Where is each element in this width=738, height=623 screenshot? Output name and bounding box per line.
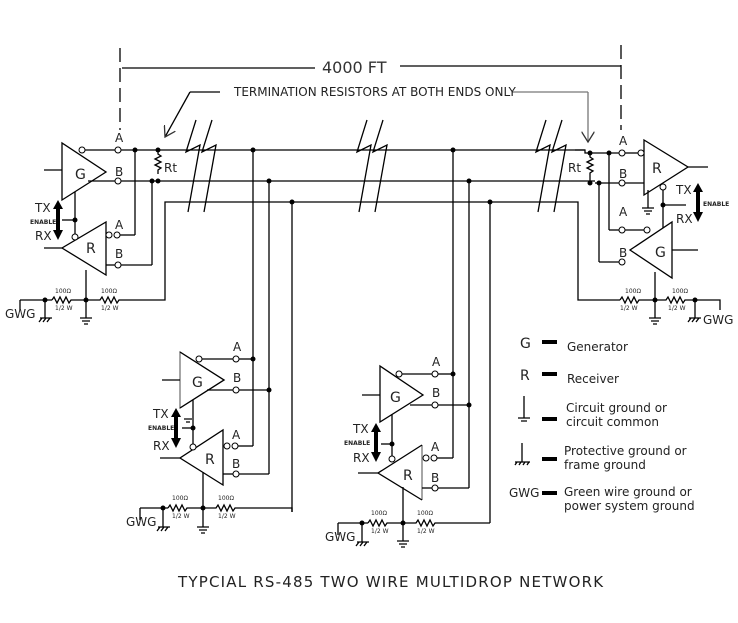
middle-node-2: G A B R A B TX ENABLE RX	[325, 355, 490, 548]
legend-symbol: G	[520, 336, 531, 352]
legend-item-protective-ground: Protective ground or frame ground	[514, 443, 687, 472]
tx-label: TX	[152, 407, 169, 421]
resistor-value: 100Ω	[371, 510, 387, 517]
legend-text: power system ground	[564, 499, 695, 513]
receiver-label: R	[205, 452, 215, 468]
enable-arrow-icon	[371, 423, 381, 462]
pin-b-label: B	[233, 371, 241, 385]
circuit-ground-icon	[518, 396, 530, 422]
enable-label: ENABLE	[148, 425, 174, 432]
legend-item-receiver: R Receiver	[520, 368, 619, 386]
pin-b-label: B	[115, 247, 123, 261]
gwg-label: GWG	[5, 307, 35, 321]
pin-b-label: B	[432, 386, 440, 400]
legend-symbol: R	[520, 368, 530, 384]
generator-label: G	[390, 390, 401, 406]
enable-label: ENABLE	[344, 440, 370, 447]
termination-callout: TERMINATION RESISTORS AT BOTH ENDS ONLY	[165, 85, 588, 142]
generator-label: G	[192, 375, 203, 391]
resistor-power: 1/2 W	[417, 528, 435, 535]
enable-arrow-icon	[693, 183, 703, 222]
generator-label: G	[655, 245, 666, 261]
enable-label: ENABLE	[30, 219, 56, 226]
pin-a-label: A	[115, 218, 124, 232]
legend-item-generator: G Generator	[520, 336, 628, 354]
resistor-value: 100Ω	[218, 495, 234, 502]
protective-ground-icon	[514, 443, 530, 466]
receiver-label: R	[403, 468, 413, 484]
rt-label: Rt	[164, 161, 177, 175]
resistor-value: 100Ω	[55, 288, 71, 295]
diagram-title: TYPCIAL RS-485 TWO WIRE MULTIDROP NETWOR…	[177, 573, 604, 591]
resistor-value: 100Ω	[172, 495, 188, 502]
tx-label: TX	[34, 201, 51, 215]
legend-text: Green wire ground or	[564, 485, 692, 499]
gwg-label: GWG	[325, 530, 355, 544]
pin-a-label: A	[619, 205, 628, 219]
rx-label: RX	[676, 212, 693, 226]
break-marks	[184, 119, 567, 213]
legend-text: Receiver	[567, 372, 619, 386]
gwg-label: GWG	[126, 515, 156, 529]
pin-a-label: A	[619, 134, 628, 148]
resistor-value: 100Ω	[625, 288, 641, 295]
resistor-power: 1/2 W	[620, 305, 638, 312]
rt-label: Rt	[568, 161, 581, 175]
pin-a-label: A	[233, 340, 242, 354]
resistor-power: 1/2 W	[668, 305, 686, 312]
pin-a-label: A	[115, 131, 124, 145]
generator-label: G	[75, 167, 86, 183]
tx-label: TX	[675, 183, 692, 197]
resistor-power: 1/2 W	[101, 305, 119, 312]
legend-symbol: GWG	[509, 486, 539, 500]
drop-taps	[250, 147, 493, 523]
rx-label: RX	[153, 439, 170, 453]
enable-label: ENABLE	[703, 201, 729, 208]
enable-arrow-icon	[171, 408, 181, 448]
pin-b-label: B	[619, 246, 627, 260]
gwg-label: GWG	[703, 313, 733, 327]
pin-b-label: B	[115, 165, 123, 179]
receiver-label: R	[86, 241, 96, 257]
legend-text: frame ground	[564, 458, 646, 472]
dimension-line: 4000 FT	[119, 45, 622, 130]
resistor-power: 1/2 W	[218, 513, 236, 520]
legend-text: Generator	[567, 340, 628, 354]
pin-a-label: A	[432, 355, 441, 369]
enable-arrow-icon	[53, 200, 63, 240]
resistor-power: 1/2 W	[55, 305, 73, 312]
callout-label: TERMINATION RESISTORS AT BOTH ENDS ONLY	[233, 85, 517, 99]
pin-b-label: B	[619, 167, 627, 181]
rx-label: RX	[353, 451, 370, 465]
rx-label: RX	[35, 229, 52, 243]
left-node: G A B R A B Rt TX ENABLE R	[5, 131, 180, 325]
pin-b-label: B	[232, 457, 240, 471]
receiver-label: R	[652, 161, 662, 177]
resistor-value: 100Ω	[417, 510, 433, 517]
pin-a-label: A	[232, 428, 241, 442]
resistor-value: 100Ω	[672, 288, 688, 295]
middle-node-1: G A B R A B TX ENABLE RX	[126, 340, 293, 534]
tx-label: TX	[352, 422, 369, 436]
legend-text: Protective ground or	[564, 444, 687, 458]
resistor-value: 100Ω	[101, 288, 117, 295]
legend-text: circuit common	[566, 415, 659, 429]
dimension-label: 4000 FT	[322, 58, 387, 77]
pin-a-label: A	[431, 440, 440, 454]
right-node: R Rt A B G A B TX EN	[568, 134, 733, 327]
pin-b-label: B	[431, 471, 439, 485]
legend-item-gwg: GWG Green wire ground or power system gr…	[509, 485, 695, 513]
resistor-power: 1/2 W	[371, 528, 389, 535]
legend-item-circuit-ground: Circuit ground or circuit common	[518, 396, 667, 429]
bus-lines	[158, 149, 598, 203]
legend-text: Circuit ground or	[566, 401, 667, 415]
resistor-power: 1/2 W	[172, 513, 190, 520]
legend: G Generator R Receiver Circuit ground or…	[509, 336, 695, 513]
